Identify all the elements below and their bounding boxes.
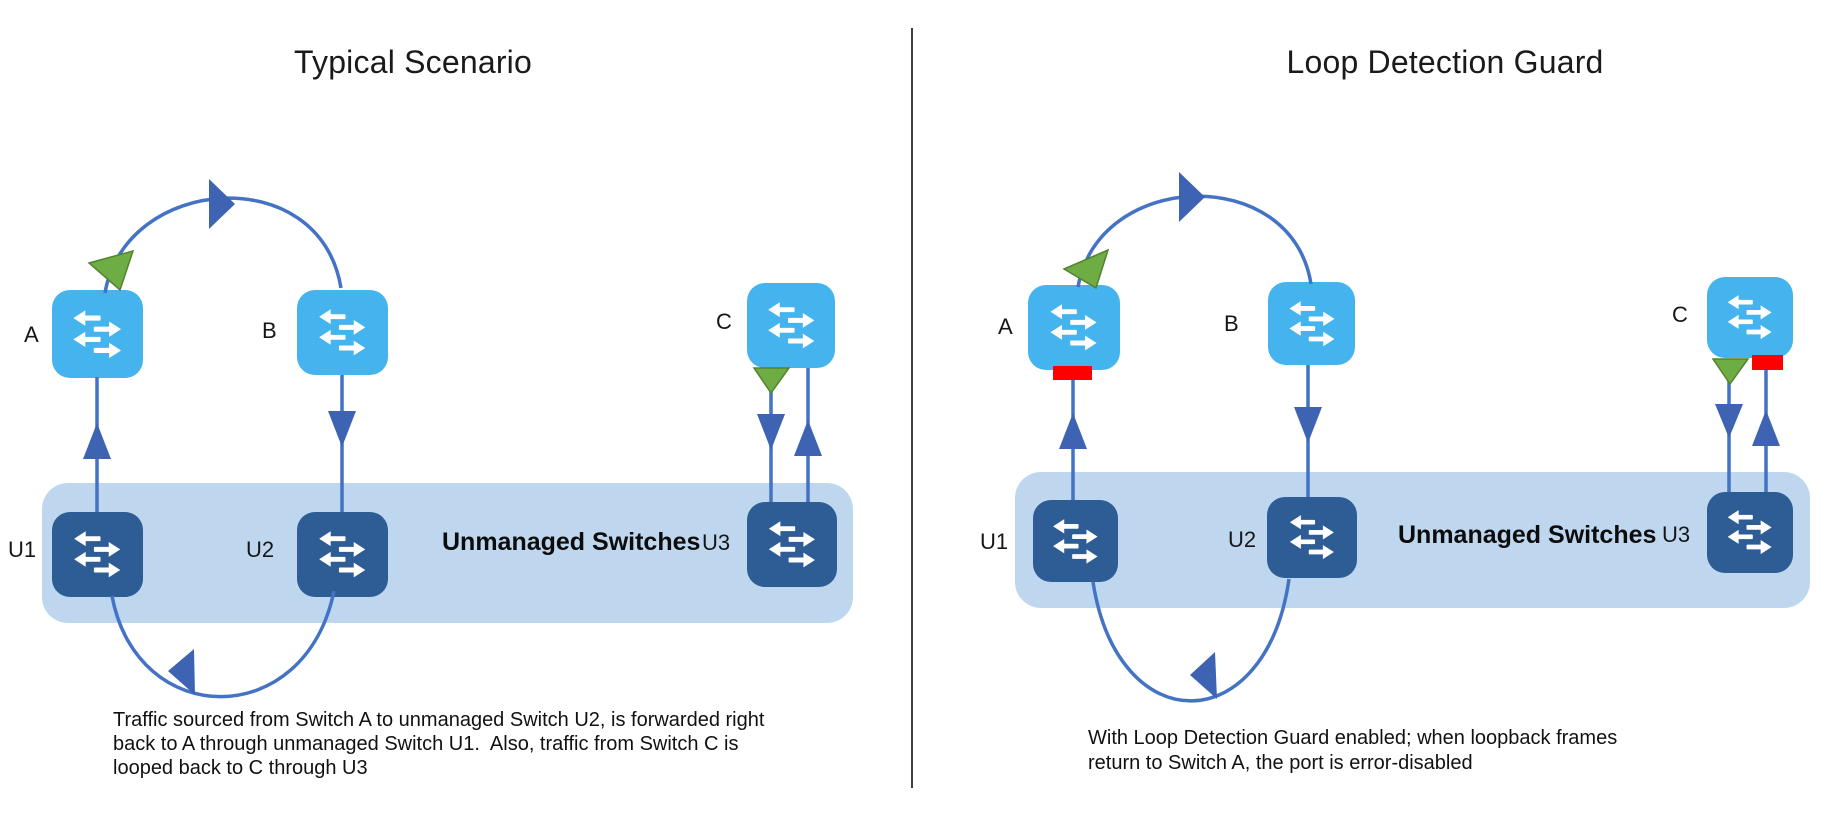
caption-loop-detection-guard: With Loop Detection Guard enabled; when …: [1088, 726, 1617, 776]
loopback-marker-green-icon: [752, 367, 791, 395]
switch-a-label: A: [998, 314, 1013, 339]
switch-icon: [69, 528, 125, 581]
arc-arrow-right-icon: [1179, 172, 1205, 222]
flow-arrow-up-icon: [794, 420, 822, 456]
panel-title: Loop Detection Guard: [1286, 44, 1604, 80]
switch-a: [52, 290, 143, 378]
switch-u1: [52, 512, 143, 597]
flow-arrow-up-icon: [83, 423, 111, 459]
switch-u2: [1267, 497, 1357, 578]
unmanaged-switches-label: Unmanaged Switches: [442, 528, 701, 556]
caption-line: With Loop Detection Guard enabled; when …: [1088, 727, 1618, 749]
panel-title: Typical Scenario: [294, 44, 532, 80]
switch-b: [1268, 282, 1355, 365]
switch-u1: [1033, 500, 1118, 582]
flow-arrow-up-icon: [1059, 413, 1087, 449]
caption-line: Traffic sourced from Switch A to unmanag…: [113, 709, 765, 731]
arc-arrow-left-icon: [1190, 652, 1217, 699]
flow-arrow-down-icon: [328, 411, 356, 447]
switch-u1-label: U1: [8, 537, 37, 562]
switch-icon: [1045, 301, 1102, 354]
caption-line: return to Switch A, the port is error-di…: [1088, 752, 1473, 774]
unmanaged-switches-label: Unmanaged Switches: [1398, 521, 1657, 549]
flow-arrow-down-icon: [757, 414, 785, 450]
switch-u2-label: U2: [1228, 527, 1257, 552]
caption-line: back to A through unmanaged Switch U1. A…: [113, 733, 739, 755]
link-a-b-arc: [103, 196, 343, 294]
caption-typical-scenario: Traffic sourced from Switch A to unmanag…: [113, 708, 764, 780]
flow-arrow-down-icon: [1715, 404, 1743, 438]
switch-c: [747, 283, 835, 368]
switch-icon: [1723, 292, 1776, 342]
switch-b: [297, 290, 388, 375]
switch-c-label: C: [716, 309, 732, 334]
switch-a-label: A: [24, 322, 39, 347]
link-a-b-arc: [1076, 194, 1313, 288]
caption-line: looped back to C through U3: [113, 757, 368, 779]
loopback-marker-green-icon: [1711, 358, 1750, 386]
switch-icon: [1285, 298, 1339, 349]
switch-b-label: B: [1224, 311, 1239, 336]
switch-u3-label: U3: [1662, 522, 1691, 547]
switch-u3: [747, 502, 837, 587]
switch-icon: [764, 299, 819, 352]
panel-divider: [911, 28, 913, 788]
switch-u2-label: U2: [246, 537, 275, 562]
switch-b-label: B: [262, 318, 277, 343]
switch-u1-label: U1: [980, 529, 1009, 554]
switch-icon: [69, 307, 125, 362]
flow-arrow-up-icon: [1752, 410, 1780, 446]
loopback-marker-green-icon: [87, 249, 135, 292]
switch-u3-label: U3: [702, 530, 731, 555]
switch-a: [1028, 285, 1120, 370]
switch-u3: [1707, 492, 1793, 573]
switch-icon: [1284, 512, 1340, 562]
switch-icon: [314, 528, 370, 581]
arc-arrow-right-icon: [209, 179, 235, 229]
switch-icon: [314, 306, 370, 359]
switch-icon: [1049, 516, 1102, 567]
switch-u2: [297, 512, 388, 597]
switch-c-label: C: [1672, 302, 1688, 327]
loopback-marker-green-icon: [1062, 248, 1110, 290]
arc-arrow-left-icon: [168, 649, 195, 695]
switch-icon: [764, 518, 820, 571]
switch-c: [1707, 277, 1793, 358]
flow-arrow-down-icon: [1294, 407, 1322, 443]
switch-icon: [1723, 507, 1776, 557]
